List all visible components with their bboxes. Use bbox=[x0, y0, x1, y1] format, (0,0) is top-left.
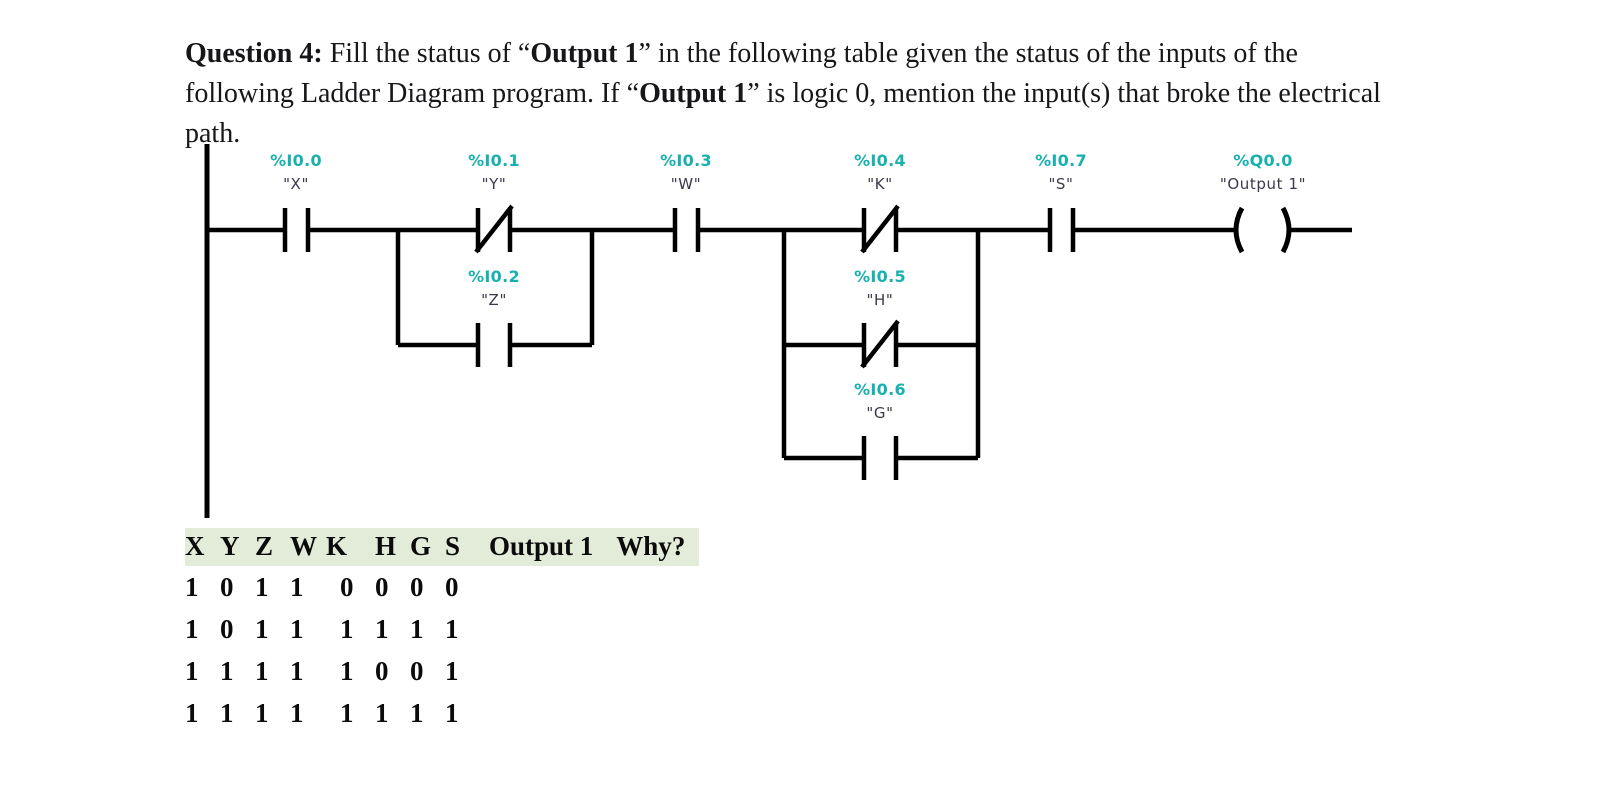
question-part-3: ” is logic 0, mention the input(s) that … bbox=[185, 77, 1381, 149]
cell-w: 1 bbox=[290, 614, 304, 644]
question-text: Question 4: Fill the status of “Output 1… bbox=[185, 34, 1400, 153]
cell-x: 1 bbox=[185, 656, 199, 686]
cell-output-1-input[interactable] bbox=[480, 608, 607, 650]
column-header-g: G bbox=[410, 528, 445, 566]
cell-x: 1 bbox=[185, 572, 199, 602]
truth-table-container: X Y Z W K H G S Output 1 Why? 1 0 1 1 0 … bbox=[185, 528, 885, 734]
cell-h: 1 bbox=[375, 614, 389, 644]
column-header-y: Y bbox=[220, 528, 255, 566]
column-header-x: X bbox=[185, 528, 220, 566]
tag-address-h: %I0.5 bbox=[854, 267, 906, 286]
cell-x: 1 bbox=[185, 614, 199, 644]
tag-address-z: %I0.2 bbox=[468, 267, 520, 286]
question-bold-output-1-b: Output 1 bbox=[639, 77, 748, 109]
cell-x: 1 bbox=[185, 698, 199, 728]
tag-address-k: %I0.4 bbox=[854, 151, 906, 170]
contact-k-slash bbox=[860, 204, 900, 254]
tag-name-x: "X" bbox=[283, 175, 309, 193]
cell-output-1-input[interactable] bbox=[480, 692, 607, 734]
cell-s: 1 bbox=[445, 656, 459, 686]
column-header-h: H bbox=[375, 528, 410, 566]
question-part-2: ” in the following table given the statu… bbox=[185, 38, 1298, 109]
cell-s: 0 bbox=[445, 572, 459, 602]
truth-table: X Y Z W K H G S Output 1 Why? 1 0 1 1 0 … bbox=[185, 528, 700, 734]
contact-y-slash bbox=[474, 204, 514, 254]
tag-name-g: "G" bbox=[866, 404, 893, 422]
tag-address-output-1: %Q0.0 bbox=[1233, 151, 1292, 170]
cell-g: 1 bbox=[410, 698, 424, 728]
tag-name-z: "Z" bbox=[481, 291, 507, 309]
cell-k: 1 bbox=[340, 614, 354, 644]
column-header-output-1: Output 1 bbox=[480, 528, 608, 566]
cell-z: 1 bbox=[255, 614, 269, 644]
cell-w: 1 bbox=[290, 698, 304, 728]
tag-name-w: "W" bbox=[671, 175, 701, 193]
cell-why-input[interactable] bbox=[607, 650, 699, 692]
cell-y: 1 bbox=[220, 698, 234, 728]
cell-k: 0 bbox=[340, 572, 354, 602]
table-header-row: X Y Z W K H G S Output 1 Why? bbox=[185, 528, 700, 566]
tag-name-h: "H" bbox=[867, 291, 894, 309]
cell-z: 1 bbox=[255, 572, 269, 602]
tag-name-y: "Y" bbox=[482, 175, 507, 193]
tag-address-g: %I0.6 bbox=[854, 380, 906, 399]
column-header-z: Z bbox=[255, 528, 290, 566]
cell-output-1-input[interactable] bbox=[480, 650, 607, 692]
cell-why-input[interactable] bbox=[607, 608, 699, 650]
cell-g: 0 bbox=[410, 656, 424, 686]
tag-name-output-1: "Output 1" bbox=[1220, 175, 1306, 193]
cell-why-input[interactable] bbox=[607, 566, 699, 608]
table-row: 1 0 1 1 1 1 1 1 bbox=[185, 608, 699, 650]
coil-right-paren bbox=[1280, 206, 1292, 254]
table-row: 1 1 1 1 1 0 0 1 bbox=[185, 650, 699, 692]
tag-address-y: %I0.1 bbox=[468, 151, 520, 170]
cell-h: 0 bbox=[375, 656, 389, 686]
cell-s: 1 bbox=[445, 614, 459, 644]
column-header-w: W bbox=[290, 528, 326, 566]
tag-address-w: %I0.3 bbox=[660, 151, 712, 170]
cell-h: 0 bbox=[375, 572, 389, 602]
question-label: Question 4: bbox=[185, 38, 323, 69]
column-header-s: S bbox=[445, 528, 480, 566]
cell-k: 1 bbox=[340, 656, 354, 686]
tag-name-s: "S" bbox=[1048, 175, 1073, 193]
column-header-why: Why? bbox=[607, 528, 700, 566]
tag-name-k: "K" bbox=[867, 175, 892, 193]
coil-left-paren bbox=[1233, 206, 1245, 254]
tag-address-x: %I0.0 bbox=[270, 151, 322, 170]
question-part-1: Fill the status of “ bbox=[322, 38, 531, 69]
cell-h: 1 bbox=[375, 698, 389, 728]
cell-z: 1 bbox=[255, 698, 269, 728]
table-row: 1 1 1 1 1 1 1 1 bbox=[185, 692, 699, 734]
cell-y: 0 bbox=[220, 572, 234, 602]
cell-w: 1 bbox=[290, 572, 304, 602]
column-header-k: K bbox=[326, 528, 375, 566]
cell-output-1-input[interactable] bbox=[480, 566, 607, 608]
cell-y: 0 bbox=[220, 614, 234, 644]
cell-why-input[interactable] bbox=[607, 692, 699, 734]
cell-z: 1 bbox=[255, 656, 269, 686]
cell-g: 1 bbox=[410, 614, 424, 644]
cell-k: 1 bbox=[340, 698, 354, 728]
ladder-diagram: %I0.0 "X" %I0.1 "Y" %I0.2 "Z" %I0.3 "W" … bbox=[180, 140, 1440, 530]
cell-y: 1 bbox=[220, 656, 234, 686]
cell-g: 0 bbox=[410, 572, 424, 602]
cell-w: 1 bbox=[290, 656, 304, 686]
table-row: 1 0 1 1 0 0 0 0 bbox=[185, 566, 699, 608]
question-bold-output-1-a: Output 1 bbox=[530, 38, 639, 69]
cell-s: 1 bbox=[445, 698, 459, 728]
tag-address-s: %I0.7 bbox=[1035, 151, 1087, 170]
contact-h-slash bbox=[860, 319, 900, 369]
